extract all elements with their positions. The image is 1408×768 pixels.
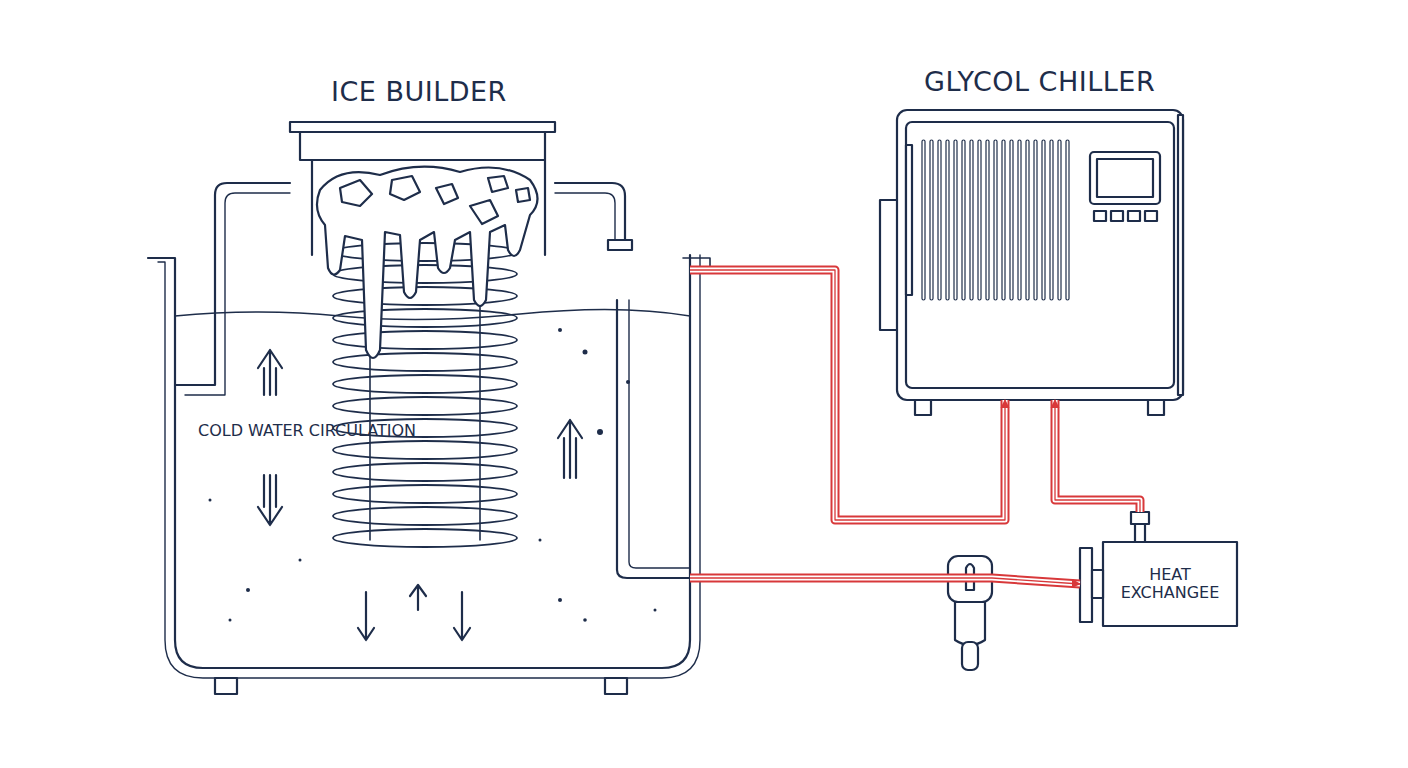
glycol-pipe — [690, 270, 1005, 520]
heat-exchanger-body — [1080, 512, 1237, 626]
glycol-pipe — [690, 578, 1080, 584]
chiller-grille — [922, 140, 1069, 300]
pipe-casing — [1055, 400, 1140, 512]
chiller-housing — [880, 110, 1183, 415]
supply-pipe — [617, 300, 690, 578]
pipe-casing — [690, 270, 1005, 520]
heat-exchanger-box: HEAT EXCHANGEE — [1103, 542, 1237, 626]
flow-label: COLD WATER CIRCULATION — [198, 422, 416, 440]
tank-inner-wall — [158, 255, 700, 678]
heading: ICE BUILDER — [331, 76, 507, 107]
heading: GLYCOL CHILLER — [924, 66, 1155, 97]
tank-foot — [215, 678, 237, 694]
tank-outline — [148, 255, 690, 668]
box-label: HEAT EXCHANGEE — [1111, 566, 1229, 603]
evaporator-coil — [333, 243, 517, 547]
water-line — [175, 309, 690, 319]
pipe-bore — [690, 270, 1005, 520]
ice-buildup — [317, 167, 538, 358]
bubbles — [209, 328, 657, 622]
pipe-casing — [690, 578, 1080, 584]
chiller-node: GLYCOL CHILLER — [897, 62, 1183, 412]
tank-node: ICE BUILDER COLD WATER CIRCULATION — [148, 70, 690, 690]
glycol-pipe — [1055, 400, 1140, 512]
builder-lid — [290, 122, 555, 132]
pipe-bore — [690, 578, 1080, 584]
flow-arrow — [258, 350, 582, 640]
return-pipe — [555, 183, 625, 240]
pipe-bore — [1055, 400, 1140, 512]
pump-symbol — [948, 556, 992, 670]
